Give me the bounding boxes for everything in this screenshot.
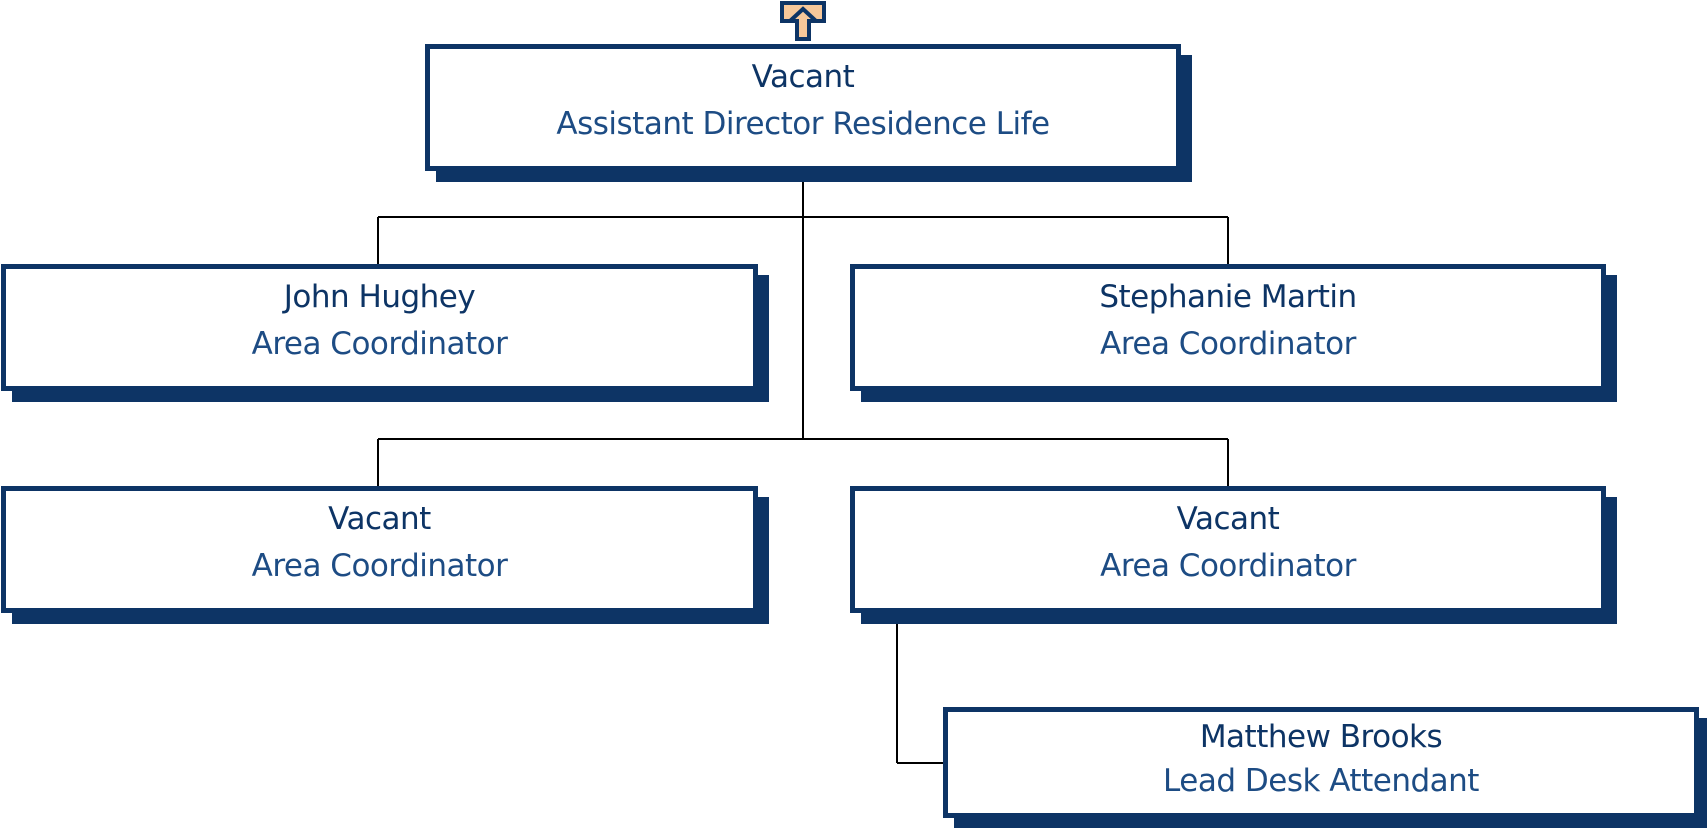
node-title: Area Coordinator — [251, 548, 508, 584]
node-top[interactable]: Vacant Assistant Director Residence Life — [425, 44, 1181, 171]
node-name: John Hughey — [283, 279, 476, 315]
node-name: Stephanie Martin — [1099, 279, 1357, 315]
node-title: Area Coordinator — [1100, 326, 1356, 362]
node-title: Lead Desk Attendant — [1163, 763, 1479, 799]
node-name: Vacant — [328, 501, 431, 537]
node-name: Vacant — [751, 59, 855, 95]
node-title: Area Coordinator — [1100, 548, 1356, 584]
node-vacant-left[interactable]: Vacant Area Coordinator — [1, 486, 758, 613]
node-vacant-right[interactable]: Vacant Area Coordinator — [850, 486, 1606, 613]
node-title: Assistant Director Residence Life — [556, 106, 1050, 142]
node-name: Matthew Brooks — [1199, 719, 1443, 755]
node-john-hughey[interactable]: John Hughey Area Coordinator — [1, 264, 758, 391]
node-stephanie-martin[interactable]: Stephanie Martin Area Coordinator — [850, 264, 1606, 391]
node-title: Area Coordinator — [251, 326, 508, 362]
node-name: Vacant — [1176, 501, 1280, 537]
node-matthew-brooks[interactable]: Matthew Brooks Lead Desk Attendant — [943, 707, 1699, 818]
up-arrow-icon[interactable] — [780, 1, 828, 43]
